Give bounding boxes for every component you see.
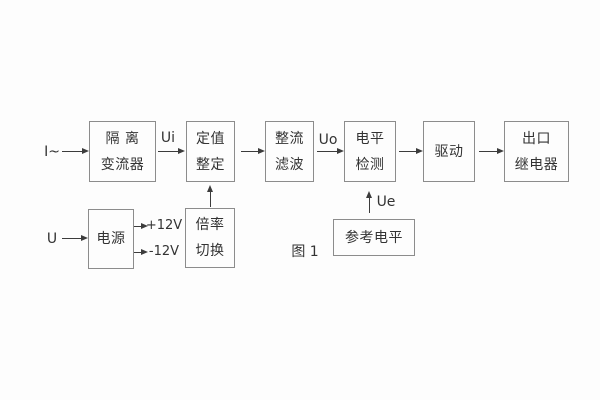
block-setpoint-line2: 整定 [196, 156, 225, 173]
arrow-setpoint-to-rectifier [241, 148, 265, 154]
arrow-current-to-isolation [62, 148, 89, 154]
block-reference-line1: 参考电平 [345, 229, 403, 246]
block-reference-level: 参考电平 [333, 219, 415, 256]
input-voltage-label: U [46, 231, 58, 247]
block-level-line1: 电平 [355, 130, 385, 147]
arrow-isolation-to-setpoint [158, 148, 185, 154]
rail-plus12v-label: +12V [145, 218, 183, 233]
block-output-line1: 出口 [522, 130, 551, 147]
rail-minus12v-label: -12V [148, 244, 180, 259]
block-isolation-transformer: 隔 离 变流器 [89, 121, 156, 182]
block-isolation-line1: 隔 离 [105, 130, 140, 147]
signal-uo-label: Uo [318, 132, 338, 148]
block-output-line2: 继电器 [514, 156, 559, 173]
arrow-reference-to-level [366, 191, 372, 213]
block-rectifier-filter: 整流 滤波 [265, 121, 314, 182]
signal-ui-label: Ui [160, 130, 176, 146]
block-level-line2: 检测 [355, 156, 385, 173]
arrow-power-minus12 [134, 249, 148, 255]
figure-caption: 图 1 [291, 244, 319, 260]
input-current-label: I~ [44, 144, 60, 160]
block-ratio-line1: 倍率 [195, 217, 225, 233]
block-ratio-line2: 切换 [195, 243, 225, 259]
arrow-drive-to-output [479, 148, 504, 154]
block-setpoint-line1: 定值 [196, 130, 225, 147]
block-level-detect: 电平 检测 [344, 121, 396, 182]
block-output-relay: 出口 继电器 [504, 121, 569, 182]
block-isolation-line2: 变流器 [100, 156, 145, 173]
arrow-level-to-drive [399, 148, 423, 154]
block-rectifier-line1: 整流 [275, 130, 304, 147]
block-drive-line1: 驱动 [434, 143, 464, 160]
arrow-ratio-to-setpoint [207, 185, 213, 207]
block-power-line1: 电源 [96, 231, 126, 247]
block-drive: 驱动 [423, 121, 475, 182]
arrow-power-plus12 [134, 223, 148, 229]
block-setpoint-adjust: 定值 整定 [186, 121, 235, 182]
signal-ue-label: Ue [376, 194, 396, 210]
block-power-supply: 电源 [88, 209, 134, 269]
arrow-voltage-to-power [62, 235, 88, 241]
block-ratio-switch: 倍率 切换 [185, 208, 235, 268]
block-rectifier-line2: 滤波 [275, 156, 304, 173]
arrow-rectifier-to-level [317, 148, 344, 154]
